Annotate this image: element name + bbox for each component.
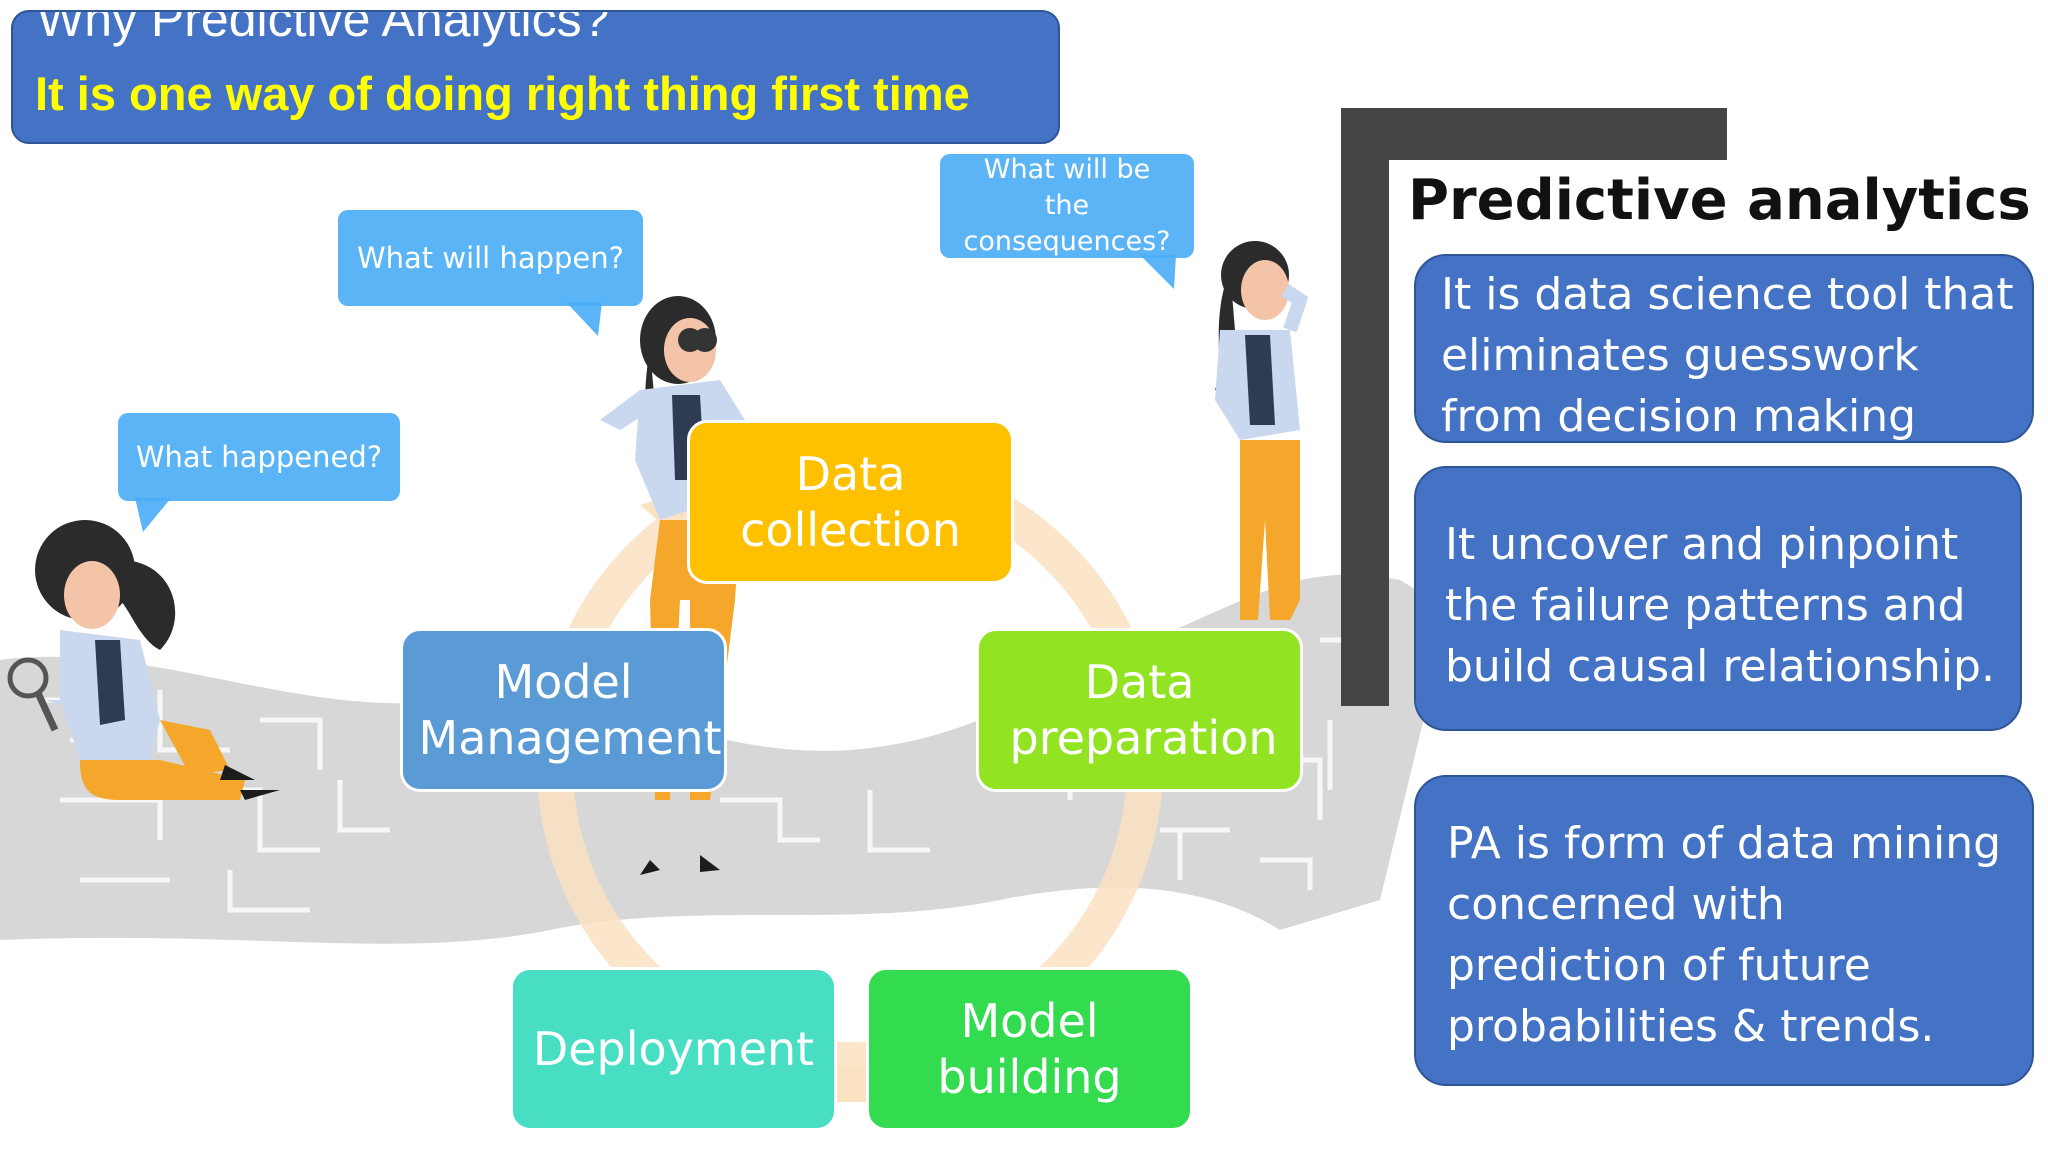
connector-model-building-deployment bbox=[836, 1066, 866, 1102]
bubble-what-happened-text: What happened? bbox=[135, 440, 383, 474]
bracket-top-bar bbox=[1341, 108, 1727, 160]
slide-subtitle: It is one way of doing right thing first… bbox=[35, 67, 970, 120]
info-text-3: PA is form of data mining concerned with… bbox=[1447, 818, 2002, 1052]
bubble-what-will-happen-text: What will happen? bbox=[356, 241, 625, 275]
cycle-box-data-collection: Data collection bbox=[687, 420, 1014, 584]
info-text-2: It uncover and pinpoint the failure patt… bbox=[1445, 519, 1995, 692]
bubble-tail-icon bbox=[135, 498, 171, 532]
info-box-1: It is data science tool that eliminates … bbox=[1414, 254, 2034, 443]
cycle-label-model-building: Model building bbox=[937, 994, 1122, 1104]
bubble-tail-icon bbox=[1140, 255, 1176, 289]
bubble-consequences-text: What will be the consequences? bbox=[963, 154, 1171, 257]
bubble-what-will-happen: What will happen? bbox=[338, 210, 643, 306]
panel-heading: Predictive analytics bbox=[1408, 168, 2031, 233]
woman-kneeling-figure bbox=[7, 520, 280, 800]
cycle-label-deployment: Deployment bbox=[532, 1022, 815, 1076]
bubble-what-happened: What happened? bbox=[118, 413, 400, 501]
title-banner: Why Predictive Analytics? It is one way … bbox=[11, 10, 1060, 144]
info-box-3: PA is form of data mining concerned with… bbox=[1414, 775, 2034, 1086]
cycle-box-deployment: Deployment bbox=[510, 967, 837, 1131]
info-text-1: It is data science tool that eliminates … bbox=[1441, 269, 2014, 442]
cycle-label-data-preparation: Data preparation bbox=[1009, 655, 1278, 765]
cycle-box-model-management: Model Management bbox=[400, 628, 727, 792]
cycle-label-model-management: Model Management bbox=[418, 655, 722, 765]
cycle-box-data-preparation: Data preparation bbox=[976, 628, 1303, 792]
woman-thinking-figure bbox=[1215, 241, 1309, 620]
bubble-consequences: What will be the consequences? bbox=[940, 154, 1194, 258]
bracket-left-bar bbox=[1341, 108, 1389, 706]
info-box-2: It uncover and pinpoint the failure patt… bbox=[1414, 466, 2022, 731]
slide-title: Why Predictive Analytics? bbox=[37, 0, 610, 47]
bubble-tail-icon bbox=[566, 302, 602, 336]
cycle-label-data-collection: Data collection bbox=[740, 447, 961, 557]
cycle-box-model-building: Model building bbox=[866, 967, 1193, 1131]
